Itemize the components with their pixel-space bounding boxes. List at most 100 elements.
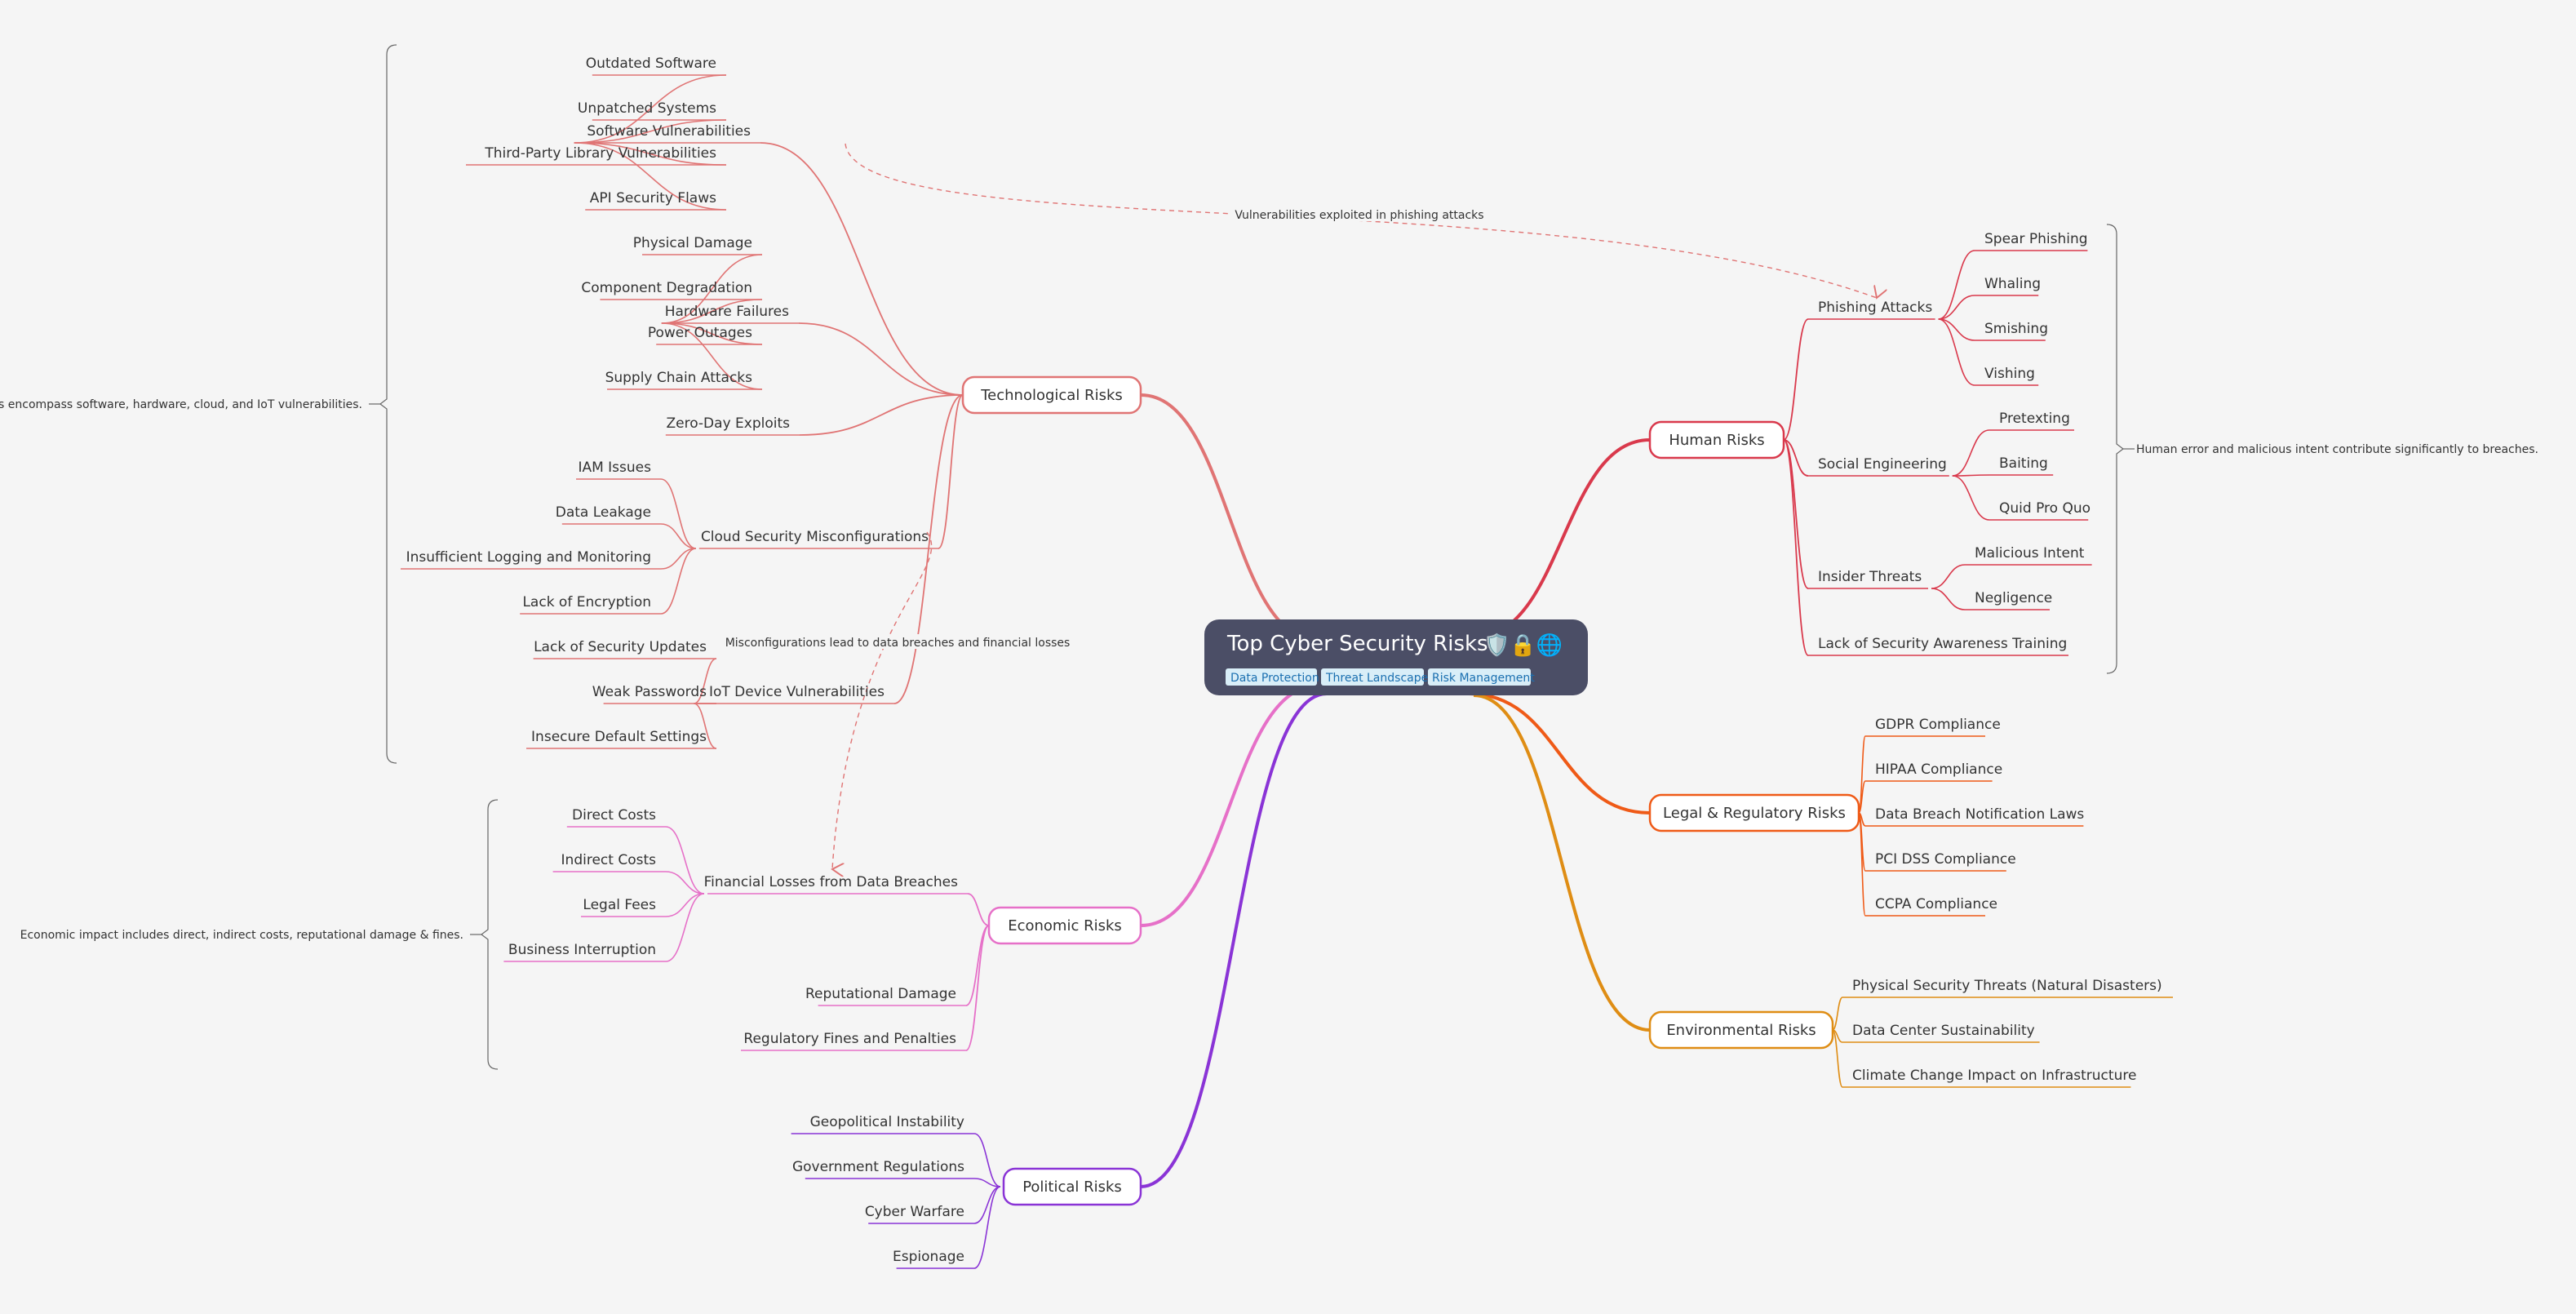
leaf-legal-label: GDPR Compliance bbox=[1875, 717, 2001, 733]
leaf-social[interactable]: Pretexting bbox=[1989, 411, 2074, 431]
sub-phishing-attacks-label: Phishing Attacks bbox=[1818, 300, 1932, 316]
leaf-cloud[interactable]: IAM Issues bbox=[576, 459, 661, 480]
leaf-legal[interactable]: Data Breach Notification Laws bbox=[1865, 806, 2084, 827]
leaf-environmental[interactable]: Physical Security Threats (Natural Disas… bbox=[1842, 978, 2173, 998]
root-tag-label: Data Protection bbox=[1230, 672, 1319, 685]
leaf-software[interactable]: Outdated Software bbox=[586, 55, 726, 76]
sub-financial-losses[interactable]: Financial Losses from Data Breaches bbox=[704, 874, 968, 894]
leaf-software[interactable]: Unpatched Systems bbox=[578, 100, 726, 121]
summary-human-text: Human error and malicious intent contrib… bbox=[2136, 443, 2538, 456]
leaf-hardware[interactable]: Physical Damage bbox=[633, 235, 762, 255]
leaf-political[interactable]: Geopolitical Instability bbox=[791, 1114, 974, 1134]
leaf-political[interactable]: Cyber Warfare bbox=[865, 1204, 974, 1224]
leaf-social[interactable]: Baiting bbox=[1989, 455, 2054, 476]
leaf-software-label: Unpatched Systems bbox=[578, 100, 716, 117]
sub-lack-of-training[interactable]: Lack of Security Awareness Training bbox=[1808, 636, 2068, 656]
leaf-legal[interactable]: CCPA Compliance bbox=[1865, 896, 1997, 917]
leaf-cloud-label: Data Leakage bbox=[556, 504, 651, 521]
leaf-cloud-label: Insufficient Logging and Monitoring bbox=[406, 549, 651, 566]
leaf-legal-label: CCPA Compliance bbox=[1875, 896, 1997, 912]
leaf-financial[interactable]: Business Interruption bbox=[503, 942, 666, 962]
branch-legal-regulatory-risks[interactable]: Legal & Regulatory Risks bbox=[1648, 793, 1860, 832]
relationship-phishing: Vulnerabilities exploited in phishing at… bbox=[845, 143, 1877, 298]
leaf-software[interactable]: Third-Party Library Vulnerabilities bbox=[466, 145, 726, 166]
leaf-legal-label: PCI DSS Compliance bbox=[1875, 851, 2016, 868]
relationship-lines: Vulnerabilities exploited in phishing at… bbox=[718, 143, 1877, 869]
leaf-legal[interactable]: HIPAA Compliance bbox=[1865, 761, 2002, 782]
leaf-cloud[interactable]: Insufficient Logging and Monitoring bbox=[401, 549, 661, 570]
root-tag-risk-management: Risk Management bbox=[1428, 668, 1535, 686]
leaf-environmental[interactable]: Climate Change Impact on Infrastructure bbox=[1842, 1068, 2136, 1088]
summary-brackets: Technological risks encompass software, … bbox=[0, 44, 2538, 1070]
sub-insider-threats-label: Insider Threats bbox=[1818, 569, 1922, 585]
sub-iot-device-vulnerabilities[interactable]: IoT Device Vulnerabilities bbox=[697, 684, 894, 704]
leaf-political[interactable]: Espionage bbox=[893, 1249, 974, 1269]
leaf-political-label: Cyber Warfare bbox=[865, 1204, 964, 1220]
leaf-financial[interactable]: Legal Fees bbox=[581, 897, 666, 917]
branch-human-risks[interactable]: Human Risks bbox=[1648, 420, 1785, 459]
leaf-cloud-label: Lack of Encryption bbox=[522, 594, 651, 610]
leaf-hardware[interactable]: Component Degradation bbox=[581, 280, 762, 300]
sub-zero-day-exploits[interactable]: Zero-Day Exploits bbox=[665, 415, 800, 436]
leaf-phishing[interactable]: Smishing bbox=[1975, 321, 2048, 341]
sub-insider-threats[interactable]: Insider Threats bbox=[1808, 569, 1928, 589]
branch-human-risks-label: Human Risks bbox=[1669, 432, 1764, 449]
leaf-cloud[interactable]: Data Leakage bbox=[556, 504, 661, 525]
summary-economic: Economic impact includes direct, indirec… bbox=[20, 929, 463, 942]
nodes: Technological Risks Software Vulnerabilit… bbox=[401, 55, 2173, 1269]
leaf-phishing-label: Whaling bbox=[1984, 276, 2041, 292]
leaf-iot[interactable]: Lack of Security Updates bbox=[533, 639, 716, 659]
leaf-financial[interactable]: Direct Costs bbox=[566, 807, 666, 828]
leaf-phishing-label: Spear Phishing bbox=[1984, 231, 2088, 247]
branch-technological-risks[interactable]: Technological Risks bbox=[961, 375, 1142, 415]
sub-software-vulnerabilities-label: Software Vulnerabilities bbox=[587, 123, 751, 140]
leaf-phishing[interactable]: Spear Phishing bbox=[1975, 231, 2088, 251]
leaf-cloud[interactable]: Lack of Encryption bbox=[520, 594, 661, 615]
leaf-social[interactable]: Quid Pro Quo bbox=[1989, 500, 2091, 521]
sub-hardware-failures[interactable]: Hardware Failures bbox=[665, 304, 799, 324]
leaf-political-label: Government Regulations bbox=[792, 1159, 964, 1175]
leaf-financial-label: Legal Fees bbox=[583, 897, 656, 913]
sub-hardware-failures-label: Hardware Failures bbox=[665, 304, 789, 320]
leaf-hardware[interactable]: Power Outages bbox=[648, 325, 762, 345]
root-title: Top Cyber Security Risks bbox=[1226, 632, 1488, 656]
leaf-iot[interactable]: Insecure Default Settings bbox=[526, 729, 716, 749]
sub-cloud-security-misconfigurations[interactable]: Cloud Security Misconfigurations bbox=[698, 529, 938, 549]
branch-political-risks[interactable]: Political Risks bbox=[1002, 1167, 1142, 1206]
leaf-phishing[interactable]: Whaling bbox=[1975, 276, 2041, 296]
sub-reputational-damage-label: Reputational Damage bbox=[805, 986, 956, 1002]
leaf-financial-label: Direct Costs bbox=[572, 807, 656, 823]
leaf-insider[interactable]: Malicious Intent bbox=[1965, 545, 2092, 566]
leaf-legal[interactable]: GDPR Compliance bbox=[1865, 717, 2001, 737]
leaf-environmental-label: Data Center Sustainability bbox=[1852, 1023, 2035, 1039]
leaf-environmental[interactable]: Data Center Sustainability bbox=[1842, 1023, 2040, 1043]
relationship-breach-label: Misconfigurations lead to data breaches … bbox=[725, 637, 1071, 650]
leaf-environmental-label: Physical Security Threats (Natural Disas… bbox=[1852, 978, 2162, 994]
sub-social-engineering[interactable]: Social Engineering bbox=[1808, 456, 1949, 477]
leaf-phishing[interactable]: Vishing bbox=[1975, 366, 2039, 386]
leaf-political[interactable]: Government Regulations bbox=[792, 1159, 974, 1179]
leaf-software-label: Outdated Software bbox=[586, 55, 716, 72]
branch-environmental-risks[interactable]: Environmental Risks bbox=[1648, 1010, 1834, 1050]
sub-software-vulnerabilities[interactable]: Software Vulnerabilities bbox=[577, 123, 760, 144]
leaf-financial[interactable]: Indirect Costs bbox=[552, 852, 666, 872]
leaf-iot[interactable]: Weak Passwords bbox=[592, 684, 716, 704]
sub-reputational-damage[interactable]: Reputational Damage bbox=[805, 986, 966, 1006]
leaf-software[interactable]: API Security Flaws bbox=[585, 190, 726, 211]
leaf-insider[interactable]: Negligence bbox=[1965, 590, 2052, 610]
sub-zero-day-exploits-label: Zero-Day Exploits bbox=[666, 415, 790, 432]
root-node[interactable]: Top Cyber Security Risks 🛡️🔒🌐 Data Prote… bbox=[1204, 619, 1588, 695]
leaf-legal[interactable]: PCI DSS Compliance bbox=[1865, 851, 2016, 872]
leaf-hardware-label: Power Outages bbox=[648, 325, 752, 341]
leaf-hardware[interactable]: Supply Chain Attacks bbox=[605, 370, 762, 390]
branch-economic-risks[interactable]: Economic Risks bbox=[987, 906, 1142, 945]
summary-technological-text: Technological risks encompass software, … bbox=[0, 398, 362, 411]
root-tag-threat-landscape: Threat Landscape bbox=[1321, 668, 1428, 686]
leaf-legal-label: HIPAA Compliance bbox=[1875, 761, 2002, 778]
sub-regulatory-fines[interactable]: Regulatory Fines and Penalties bbox=[741, 1031, 966, 1051]
sub-social-engineering-label: Social Engineering bbox=[1818, 456, 1947, 473]
leaf-social-label: Quid Pro Quo bbox=[1999, 500, 2091, 517]
sub-phishing-attacks[interactable]: Phishing Attacks bbox=[1808, 300, 1935, 320]
relationship-breach: Misconfigurations lead to data breaches … bbox=[718, 531, 1077, 869]
